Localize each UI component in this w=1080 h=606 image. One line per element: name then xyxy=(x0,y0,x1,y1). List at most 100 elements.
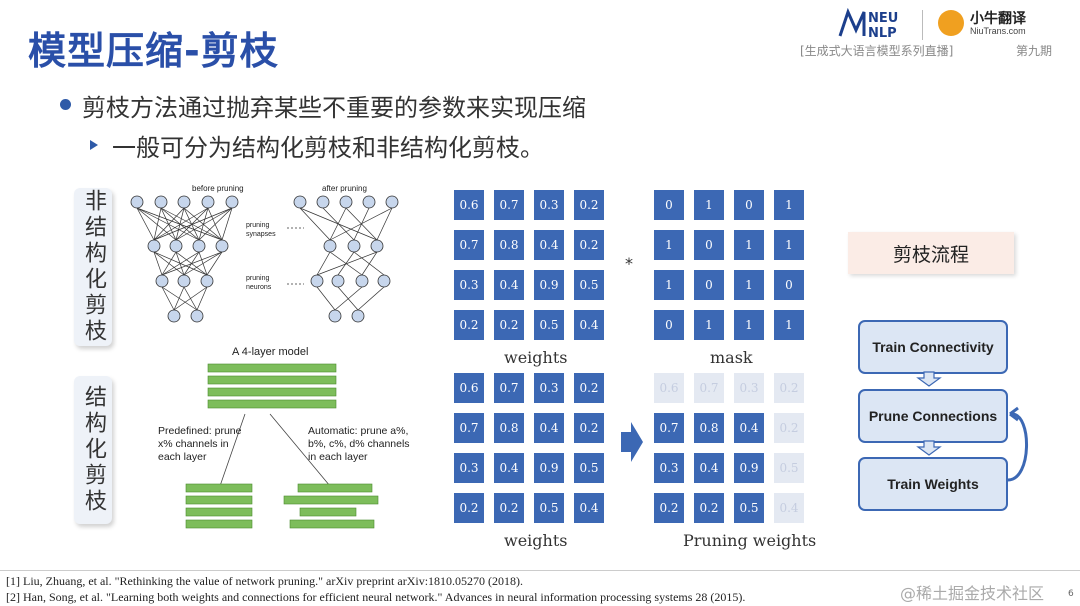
matrix-cell: 0.3 xyxy=(654,453,684,483)
matrix-cell: 0.4 xyxy=(574,310,604,340)
neuron xyxy=(155,274,169,288)
reference-1: [1] Liu, Zhuang, et al. "Rethinking the … xyxy=(6,574,524,588)
flow-step-train-weights: Train Weights xyxy=(858,457,1008,511)
sub-bullet: 一般可分为结构化剪枝和非结构化剪枝。 xyxy=(112,134,544,162)
neuron xyxy=(347,239,361,253)
flow-arrow-down-2 xyxy=(916,440,942,456)
matrix-cell: 1 xyxy=(774,310,804,340)
neuron xyxy=(323,239,337,253)
matrix-cell: 0 xyxy=(734,190,764,220)
matrix-cell: 0.8 xyxy=(494,413,524,443)
matrix-cell: 0.2 xyxy=(454,493,484,523)
watermark: @稀土掘金技术社区 xyxy=(900,584,1045,603)
model-layer xyxy=(207,399,337,409)
niutrans-name: 小牛翻译 xyxy=(970,11,1026,27)
neuron xyxy=(147,239,161,253)
matrix-cell: 0.8 xyxy=(494,230,524,260)
matrix-cell: 0.4 xyxy=(694,453,724,483)
unstructured-label-text: 非结构化剪枝 xyxy=(81,189,106,345)
matrix-cell: 0.3 xyxy=(534,190,564,220)
matrix-cell: 0.6 xyxy=(654,373,684,403)
matrix-cell: 0.9 xyxy=(534,453,564,483)
matrix-cell: 0.5 xyxy=(534,493,564,523)
predefined-pruned-layer xyxy=(185,507,253,517)
flow-loop-arrow xyxy=(1007,412,1028,482)
automatic-branch-line xyxy=(269,413,331,487)
neuron xyxy=(177,274,191,288)
predefined-branch-line xyxy=(219,413,246,487)
neuron xyxy=(201,195,215,209)
svg-text:NEU: NEU xyxy=(868,11,898,26)
automatic-pruned-layer xyxy=(297,483,373,493)
automatic-pruned-layer xyxy=(299,507,357,517)
neuron xyxy=(370,239,384,253)
result-arrow-icon xyxy=(621,422,643,462)
matrix-cell: 0.5 xyxy=(774,453,804,483)
flow-title: 剪枝流程 xyxy=(892,243,969,266)
matrix-cell: 0.5 xyxy=(734,493,764,523)
neuron xyxy=(310,274,324,288)
flow-arrow-down-1 xyxy=(916,371,942,387)
page-number: 6 xyxy=(1068,589,1074,599)
header-divider xyxy=(922,10,923,40)
neuron xyxy=(154,195,168,209)
matrix-cell: 0.2 xyxy=(694,493,724,523)
matrix-cell: 0.2 xyxy=(774,413,804,443)
unstructured-label: 非结构化剪枝 xyxy=(74,188,112,346)
main-bullet: 剪枝方法通过抛弃某些不重要的参数来实现压缩 xyxy=(82,94,586,122)
model-layer xyxy=(207,387,337,397)
automatic-pruned-layer xyxy=(283,495,379,505)
neuron xyxy=(377,274,391,288)
matrix-cell: 0.4 xyxy=(534,230,564,260)
matrix-cell: 1 xyxy=(734,310,764,340)
flow-title-box: 剪枝流程 xyxy=(848,232,1014,274)
matrix-cell: 0.2 xyxy=(654,493,684,523)
matrix-cell: 0.6 xyxy=(454,373,484,403)
flow-step-1-label: Train Connectivity xyxy=(872,339,994,355)
matrix-cell: 0.4 xyxy=(774,493,804,523)
structured-label: 结构化剪枝 xyxy=(74,376,112,524)
matrix-cell: 1 xyxy=(694,190,724,220)
matrix-cell: 0.4 xyxy=(534,413,564,443)
matrix-cell: 0.4 xyxy=(734,413,764,443)
flow-step-2-label: Prune Connections xyxy=(868,408,998,424)
matrix-cell: 1 xyxy=(694,310,724,340)
matrix-cell: 0.2 xyxy=(574,190,604,220)
matrix-cell: 0.2 xyxy=(574,413,604,443)
pruned-weights-caption: Pruning weights xyxy=(683,531,817,550)
bullet-dot xyxy=(60,99,71,110)
niutrans-logo-icon xyxy=(938,10,964,36)
reference-2: [2] Han, Song, et al. "Learning both wei… xyxy=(6,590,746,604)
matrix-cell: 0.7 xyxy=(654,413,684,443)
flow-step-train-connectivity: Train Connectivity xyxy=(858,320,1008,374)
matrix-cell: 0.4 xyxy=(574,493,604,523)
matrix-cell: 1 xyxy=(654,230,684,260)
matrix-cell: 0 xyxy=(654,190,684,220)
four-layer-label: A 4-layer model xyxy=(232,346,308,358)
neuron xyxy=(225,195,239,209)
neuron xyxy=(192,239,206,253)
model-layer xyxy=(207,363,337,373)
svg-text:NLP: NLP xyxy=(868,26,897,40)
matrix-cell: 0.7 xyxy=(494,373,524,403)
matrix-cell: 0.5 xyxy=(534,310,564,340)
matrix-cell: 0.4 xyxy=(494,453,524,483)
matrix-cell: 0.3 xyxy=(454,270,484,300)
predefined-pruned-layer xyxy=(185,483,253,493)
matrix-cell: 0.2 xyxy=(494,310,524,340)
neuron xyxy=(385,195,399,209)
weights-caption-top: weights xyxy=(504,348,568,367)
model-layer xyxy=(207,375,337,385)
neuron xyxy=(215,239,229,253)
neu-nlp-logo-mark: NEU NLP xyxy=(838,7,898,41)
automatic-pruned-layer xyxy=(289,519,375,529)
neuron xyxy=(167,309,181,323)
matrix-cell: 0.3 xyxy=(534,373,564,403)
neuron xyxy=(200,274,214,288)
neuron xyxy=(130,195,144,209)
